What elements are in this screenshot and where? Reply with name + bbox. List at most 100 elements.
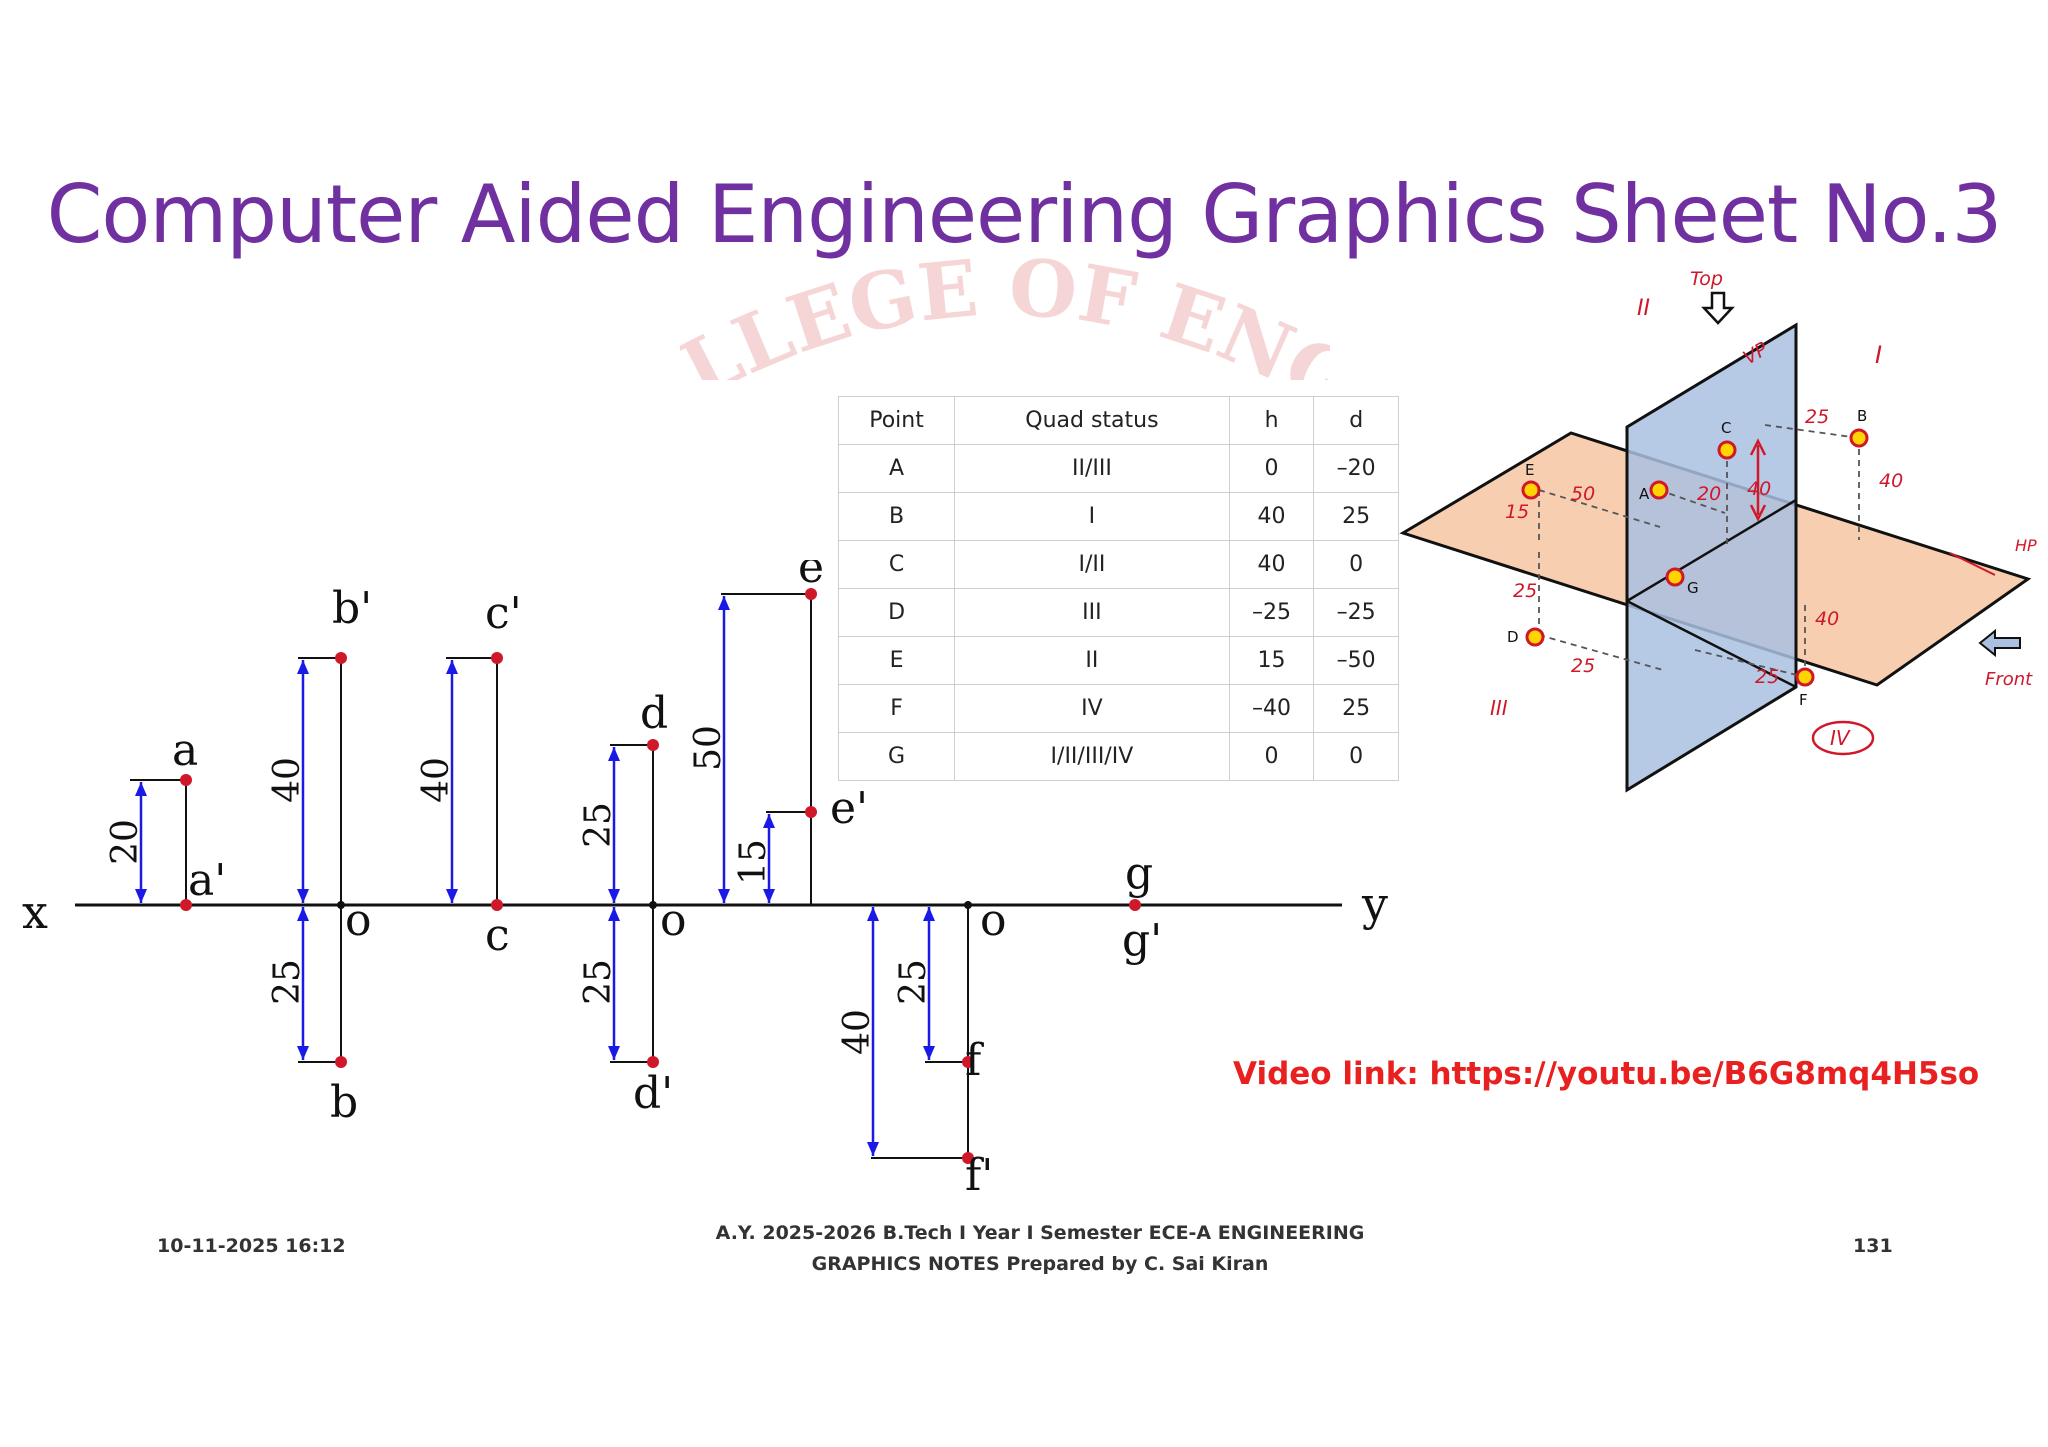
sketch-hp-label: HP — [2015, 536, 2037, 555]
label-a: a — [172, 725, 198, 776]
footer-line-2: GRAPHICS NOTES Prepared by C. Sai Kiran — [811, 1253, 1269, 1275]
table-cell: II — [954, 636, 1230, 685]
projection-diagram: x y 20 — [22, 560, 1388, 1201]
top-view-arrow-icon — [1701, 291, 1735, 325]
table-cell: –25 — [1228, 588, 1315, 637]
table-cell: III — [954, 588, 1230, 637]
table-cell: –50 — [1313, 636, 1399, 685]
header-quad-status: Quad status — [954, 396, 1230, 445]
dim-e-low: 15 — [733, 839, 774, 885]
projection-points — [180, 588, 1141, 1164]
front-view-arrow-icon — [1978, 628, 2021, 658]
dim-f-short: 25 — [893, 959, 934, 1005]
sketch-num-c40: 40 — [1747, 478, 1771, 500]
table-row: B I 40 25 — [837, 492, 1399, 541]
table-cell: –25 — [1313, 588, 1399, 637]
sketch-num-a20: 20 — [1697, 483, 1721, 505]
sketch-num-e25: 25 — [1513, 580, 1537, 602]
slide-title: Computer Aided Engineering Graphics Shee… — [46, 168, 2003, 261]
sketch-q4-label: IV — [1830, 726, 1851, 750]
header-h: h — [1228, 396, 1315, 445]
sketch-label-g: G — [1687, 579, 1699, 597]
table-cell: 40 — [1228, 540, 1315, 589]
table-cell: 25 — [1313, 684, 1399, 733]
sketch-label-b: B — [1857, 407, 1867, 425]
label-a-prime: a' — [188, 855, 226, 906]
table-cell: D — [837, 588, 956, 637]
table-row: E II 15 –50 — [837, 636, 1399, 685]
table-cell: C — [837, 540, 956, 589]
dim-b-down: 25 — [267, 959, 308, 1005]
table-row: C I/II 40 0 — [837, 540, 1399, 589]
label-f: f — [965, 1035, 984, 1086]
page-number: 131 — [1853, 1235, 1893, 1257]
axis-y-label: y — [1361, 877, 1388, 931]
college-watermark: LLEGE OF ENGI — [680, 250, 1330, 380]
label-d-prime: d' — [633, 1068, 673, 1119]
sketch-num-f40: 40 — [1815, 608, 1839, 630]
dim-c: 40 — [416, 757, 457, 803]
label-d: d — [640, 688, 668, 739]
quadrant-table: Point Quad status h d A II/III 0 –20 B I… — [837, 396, 1399, 781]
table-cell: II/III — [954, 444, 1230, 493]
table-cell: –40 — [1228, 684, 1315, 733]
footer-date: 10-11-2025 16:12 — [157, 1235, 346, 1257]
table-row: F IV –40 25 — [837, 684, 1399, 733]
axis-x-label: x — [22, 885, 48, 939]
label-g-prime: g' — [1122, 915, 1162, 966]
quadrant-sketch: E A C B G D F 50 15 25 20 40 25 40 25 25… — [1399, 268, 2037, 793]
dim-f-long: 40 — [837, 1009, 878, 1055]
dim-b-up: 40 — [267, 757, 308, 803]
table-row: A II/III 0 –20 — [837, 444, 1399, 493]
dim-d-down: 25 — [578, 959, 619, 1005]
label-o-2: o — [660, 895, 687, 946]
footer-line-1: A.Y. 2025-2026 B.Tech I Year I Semester … — [715, 1222, 1365, 1244]
table-cell: 0 — [1313, 540, 1399, 589]
table-row: D III –25 –25 — [837, 588, 1399, 637]
sketch-label-f: F — [1799, 691, 1808, 709]
vp-plane — [1625, 322, 1798, 793]
table-cell: 25 — [1313, 492, 1399, 541]
label-b-prime: b' — [332, 583, 372, 634]
table-cell: 0 — [1313, 732, 1399, 781]
label-c-prime: c' — [485, 588, 522, 639]
label-e: e — [798, 560, 824, 593]
table-cell: E — [837, 636, 956, 685]
sketch-label-d: D — [1507, 628, 1519, 646]
label-c: c — [485, 910, 510, 961]
sketch-q1-label: I — [1875, 341, 1882, 369]
label-b: b — [330, 1077, 358, 1128]
sketch-num-e50: 50 — [1571, 483, 1595, 505]
label-o-1: o — [345, 895, 372, 946]
header-d: d — [1313, 396, 1399, 445]
sketch-q3-label: III — [1490, 696, 1508, 720]
table-cell: 0 — [1228, 444, 1315, 493]
table-cell: 0 — [1228, 732, 1315, 781]
dim-a: 20 — [105, 819, 146, 865]
sketch-label-a: A — [1639, 485, 1650, 503]
sketch-front-label: Front — [1985, 669, 2033, 690]
table-cell: A — [837, 444, 956, 493]
sketch-num-b40: 40 — [1879, 470, 1903, 492]
table-cell: –20 — [1313, 444, 1399, 493]
table-row: G I/II/III/IV 0 0 — [837, 732, 1399, 781]
sketch-num-b25: 25 — [1805, 406, 1829, 428]
table-header-row: Point Quad status h d — [837, 396, 1399, 445]
table-cell: I — [954, 492, 1230, 541]
table-cell: G — [837, 732, 956, 781]
table-cell: F — [837, 684, 956, 733]
sketch-points — [1521, 428, 1869, 687]
table-cell: IV — [954, 684, 1230, 733]
dim-d-up: 25 — [578, 802, 619, 848]
label-f-prime: f' — [965, 1150, 993, 1201]
table-cell: 40 — [1228, 492, 1315, 541]
table-cell: B — [837, 492, 956, 541]
dim-e-up: 50 — [688, 725, 729, 771]
sketch-label-c: C — [1721, 419, 1731, 437]
svg-text:LLEGE OF ENGI: LLEGE OF ENGI — [680, 250, 1330, 380]
table-cell: I/II — [954, 540, 1230, 589]
sketch-label-e: E — [1525, 461, 1534, 479]
footer-course-info: A.Y. 2025-2026 B.Tech I Year I Semester … — [640, 1218, 1440, 1280]
table-cell: 15 — [1228, 636, 1315, 685]
video-link[interactable]: Video link: https://youtu.be/B6G8mq4H5so — [1233, 1056, 1980, 1092]
